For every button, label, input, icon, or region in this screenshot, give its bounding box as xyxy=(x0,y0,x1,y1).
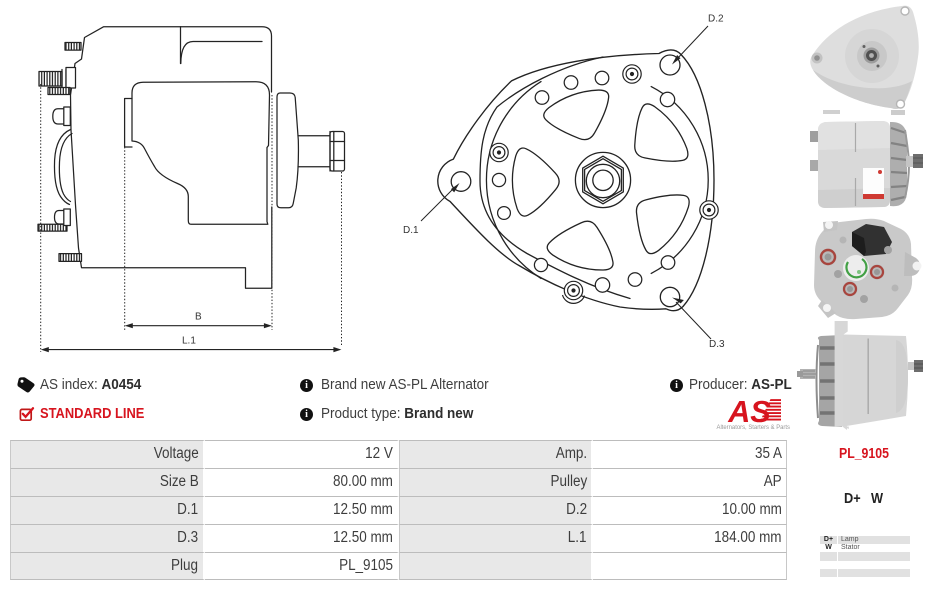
svg-text:D.2: D.2 xyxy=(708,14,724,25)
svg-text:L.1: L.1 xyxy=(182,336,196,347)
svg-text:Alternators, Starters & Parts: Alternators, Starters & Parts xyxy=(717,424,791,431)
svg-text:AS: AS xyxy=(727,398,771,429)
svg-text:D.3: D.3 xyxy=(709,339,725,350)
svg-text:B: B xyxy=(195,312,202,323)
svg-text:D.1: D.1 xyxy=(403,225,419,236)
